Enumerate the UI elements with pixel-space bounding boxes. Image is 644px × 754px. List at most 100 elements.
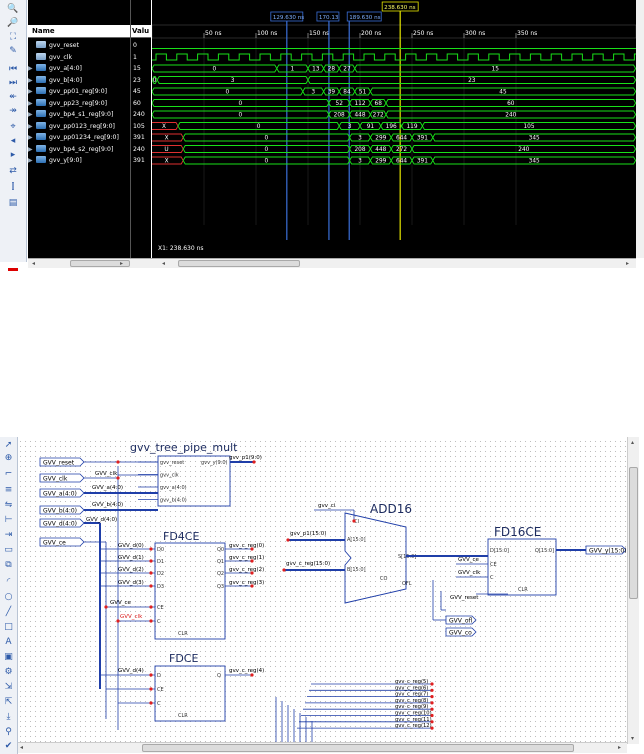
signal-row[interactable]: ▶gvv_bp4_s2_reg[9:0] [28, 144, 113, 155]
signal-row[interactable]: gvv_clk [28, 52, 72, 63]
add-symbol-icon[interactable]: ▭ [4, 545, 13, 555]
zoom-in-icon[interactable]: 🔍 [7, 4, 19, 14]
marker-label-box [346, 11, 382, 22]
expand-arrow-icon[interactable]: ▶ [28, 145, 33, 153]
next-transition-icon[interactable]: ↠ [9, 106, 17, 116]
scroll-right-icon[interactable]: ▸ [120, 260, 124, 267]
bus-signal-icon [36, 64, 46, 71]
time-label: 200 ns [361, 30, 381, 37]
bus-value-label: 13 [312, 67, 320, 73]
expand-arrow-icon[interactable]: ▶ [28, 65, 33, 72]
schematic-horizontal-scrollbar[interactable]: ◂ ▸ [18, 742, 627, 753]
bus-value-label: 1 [291, 67, 295, 73]
signal-row[interactable]: ▶gvv_bp4_s1_reg[9:0] [28, 109, 113, 120]
pin-endpoint [250, 547, 254, 551]
add-image-icon[interactable]: ▣ [4, 652, 13, 662]
add-net-name-icon[interactable]: ≡ [4, 485, 13, 495]
signal-row[interactable]: gvv_reset [28, 40, 79, 51]
bus-segment [369, 87, 636, 96]
goto-end-icon[interactable]: ⏭ [8, 78, 18, 88]
prev-transition-icon[interactable]: ↞ [9, 92, 17, 102]
waveform-horizontal-scrollbar[interactable]: ◂ ▸ ◂ ▸ [28, 258, 636, 268]
pin-label: C [490, 575, 494, 581]
signal-name: gvv_pp0123_reg[9:0] [49, 122, 115, 130]
bus-value-label: 272 [396, 147, 407, 153]
bus-value-label: 119 [406, 124, 417, 130]
waveform-vertical-scrollbar[interactable] [636, 0, 644, 258]
net-label: GVV_clk [120, 614, 143, 620]
signal-row[interactable]: ▶gvv_a[4:0] [28, 63, 82, 74]
signal-row[interactable]: ▶gvv_y[9:0] [28, 155, 82, 166]
add-instance-icon[interactable]: ⧉ [5, 560, 12, 570]
signal-value: 1 [133, 53, 137, 61]
add-wire-icon[interactable]: ⌐ [4, 469, 13, 479]
bus-value-label: 208 [334, 113, 345, 119]
draw-line-icon[interactable]: ╱ [5, 607, 12, 617]
add-bus-tap-icon[interactable]: ⊢ [4, 515, 13, 525]
select-arrow-icon[interactable]: ➚ [4, 440, 13, 450]
zoom-area-icon[interactable]: ⊕ [4, 453, 13, 463]
snap-icon[interactable]: ⫿ [11, 182, 15, 192]
expand-arrow-icon[interactable]: ▶ [28, 111, 33, 118]
bus-signal-icon [36, 133, 46, 140]
bus-value-label: 45 [499, 90, 507, 96]
time-label: 350 ns [517, 30, 537, 37]
zoom-cursor-icon[interactable]: ✎ [9, 46, 17, 56]
signal-value: 391 [133, 134, 145, 141]
scroll-left-icon[interactable]: ◂ [20, 744, 24, 751]
draw-rectangle-icon[interactable]: □ [4, 622, 13, 632]
pin-endpoint [430, 713, 434, 718]
schematic-hscroll-thumb[interactable] [142, 744, 574, 752]
scroll-left-icon[interactable]: ◂ [32, 260, 36, 267]
bus-segment [354, 64, 636, 73]
goto-start-icon[interactable]: ⏮ [8, 64, 18, 74]
rename-icon[interactable]: ⇋ [4, 500, 13, 510]
zoom-fit-icon[interactable]: ⛶ [9, 32, 17, 42]
pin-icon[interactable]: ⚲ [5, 727, 12, 737]
next-marker-icon[interactable]: ▸ [10, 150, 16, 160]
scroll-left-icon[interactable]: ◂ [162, 260, 166, 267]
waveform-scroll-thumb[interactable] [178, 260, 300, 267]
download-icon[interactable]: ⤓ [6, 712, 11, 722]
signal-row[interactable]: ▶gvv_pp01234_reg[9:0] [28, 132, 119, 143]
add-text-icon[interactable]: A [5, 637, 12, 647]
zoom-out-icon[interactable]: 🔎 [7, 18, 19, 28]
scroll-up-icon[interactable]: ▴ [631, 439, 635, 446]
expand-arrow-icon[interactable]: ▶ [28, 122, 33, 130]
expand-arrow-icon[interactable]: ▶ [28, 76, 33, 84]
add-marker-icon[interactable]: ⌖ [10, 122, 16, 132]
pin-label: C [157, 619, 161, 625]
add-io-marker-icon[interactable]: ⇥ [4, 530, 13, 540]
marker-label-box [316, 11, 340, 22]
schematic-vertical-scrollbar[interactable]: ▴ ▾ [627, 437, 639, 744]
bus-value-label: 0 [153, 78, 157, 84]
signal-row[interactable]: ▶gvv_b[4:0] [28, 75, 82, 86]
signal-row[interactable]: ▶gvv_pp23_reg[9:0] [28, 98, 107, 109]
grid-icon[interactable]: ▤ [8, 198, 18, 208]
pin-endpoint [252, 460, 256, 464]
input-port-4 [39, 518, 85, 528]
signal-row[interactable]: ▶ gvv_pp0123_reg[9:0] [28, 121, 115, 132]
pop-icon[interactable]: ⇱ [4, 697, 13, 707]
swap-cursors-icon[interactable]: ⇄ [9, 166, 17, 176]
schematic-vscroll-thumb[interactable] [629, 467, 638, 599]
schematic-window: ➚ ⊕ ⌐ ≡ ⇋ ⊢ ⇥ ▭ ⧉ ◜ ○ ╱ □ A ▣ ⚙ ⇲ ⇱ ⤓ ⚲ … [0, 437, 644, 754]
draw-arc-icon[interactable]: ◜ [6, 577, 11, 587]
bus-tap-label: gvv_c_reg(8) [395, 698, 428, 704]
symbol-wizard-icon[interactable]: ⚙ [4, 667, 13, 677]
signal-row[interactable]: ▶gvv_pp01_reg[9:0] [28, 86, 107, 97]
check-icon[interactable]: ✔ [4, 741, 13, 751]
scroll-right-icon[interactable]: ▸ [626, 260, 630, 267]
expand-arrow-icon[interactable]: ▶ [28, 134, 33, 141]
draw-circle-icon[interactable]: ○ [4, 592, 13, 602]
scroll-right-icon[interactable]: ▸ [618, 744, 622, 751]
prev-marker-icon[interactable]: ◂ [10, 136, 16, 146]
expand-arrow-icon[interactable]: ▶ [28, 157, 33, 164]
names-scroll-thumb[interactable] [70, 260, 130, 267]
scroll-down-icon[interactable]: ▾ [631, 735, 635, 742]
expand-arrow-icon[interactable]: ▶ [28, 88, 33, 95]
push-into-icon[interactable]: ⇲ [4, 682, 13, 692]
expand-arrow-icon[interactable]: ▶ [28, 99, 33, 107]
